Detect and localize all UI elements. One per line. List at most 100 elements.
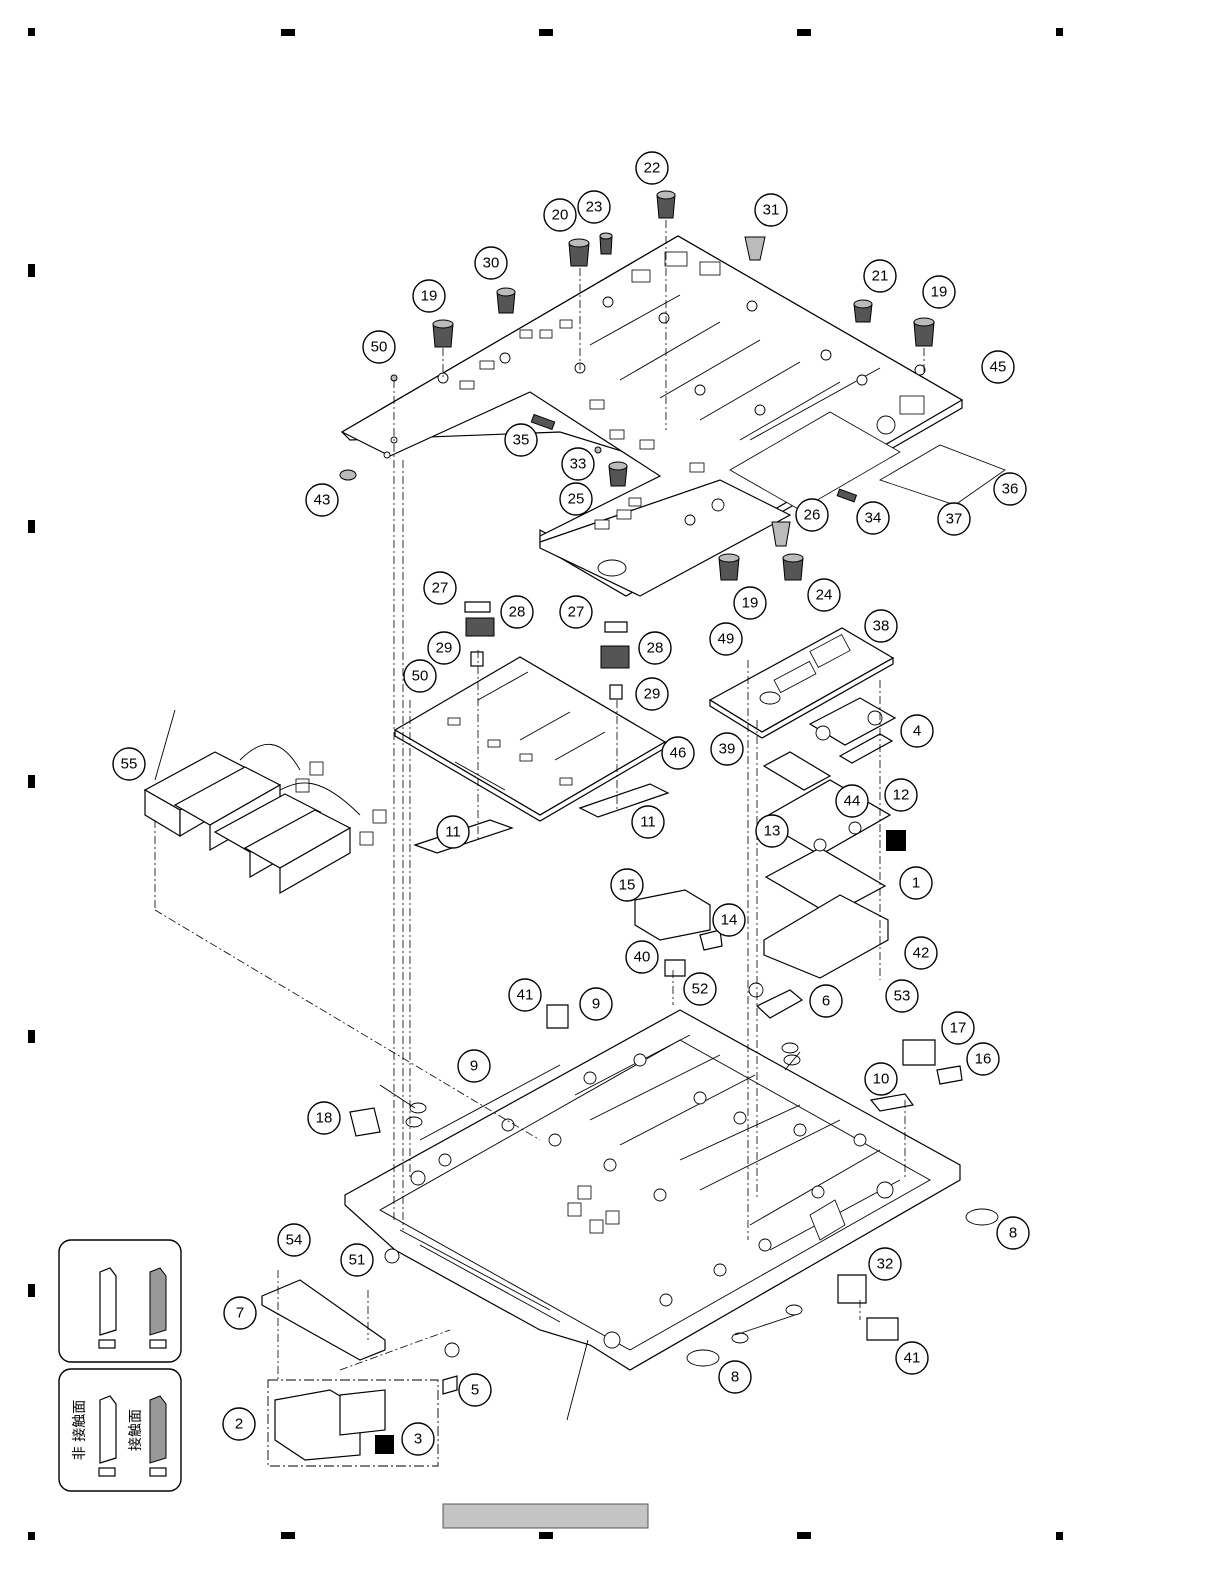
callout-41: 41 (896, 1342, 928, 1374)
callout-number: 11 (445, 824, 461, 841)
callout-19: 19 (413, 280, 445, 312)
callout-12: 12 (885, 779, 917, 811)
footer-bar (443, 1504, 648, 1528)
legend-label-non-contact: 非 接触面 (71, 1400, 88, 1460)
callout-50: 50 (404, 660, 436, 692)
callout-49: 49 (710, 623, 742, 655)
callout-29: 29 (428, 632, 460, 664)
callout-number: 17 (950, 1020, 967, 1037)
callout-5: 5 (459, 1374, 491, 1406)
callout-13: 13 (756, 815, 788, 847)
callout-21: 21 (864, 260, 896, 292)
callout-number: 29 (644, 686, 661, 703)
callout-50: 50 (363, 331, 395, 363)
callout-number: 36 (1002, 481, 1019, 498)
callout-44: 44 (836, 785, 868, 817)
callout-20: 20 (544, 199, 576, 231)
callout-40: 40 (626, 941, 658, 973)
callout-number: 16 (975, 1051, 992, 1068)
callout-number: 28 (509, 604, 526, 621)
callout-46: 46 (662, 737, 694, 769)
callout-number: 14 (721, 912, 738, 929)
callout-28: 28 (501, 596, 533, 628)
callout-18: 18 (308, 1102, 340, 1134)
callout-27: 27 (560, 596, 592, 628)
callout-number: 9 (470, 1058, 478, 1075)
callout-52: 52 (684, 973, 716, 1005)
callout-number: 4 (913, 723, 921, 740)
callout-42: 42 (905, 937, 937, 969)
callout-55: 55 (113, 748, 145, 780)
callout-26: 26 (796, 499, 828, 531)
callout-9: 9 (580, 988, 612, 1020)
callout-34: 34 (857, 502, 889, 534)
callout-43: 43 (306, 484, 338, 516)
callout-number: 5 (471, 1382, 479, 1399)
callout-31: 31 (755, 194, 787, 226)
callout-number: 15 (619, 877, 636, 894)
callout-number: 40 (634, 949, 651, 966)
callout-6: 6 (810, 985, 842, 1017)
callout-number: 43 (314, 492, 331, 509)
callout-number: 30 (483, 255, 500, 272)
callout-25: 25 (560, 483, 592, 515)
callout-10: 10 (865, 1063, 897, 1095)
callout-number: 41 (517, 987, 534, 1004)
callout-4: 4 (901, 715, 933, 747)
callout-number: 32 (877, 1256, 894, 1273)
callout-number: 53 (894, 988, 911, 1005)
callout-number: 38 (873, 618, 890, 635)
callout-39: 39 (711, 733, 743, 765)
callout-number: 19 (742, 595, 759, 612)
callout-number: 33 (570, 456, 587, 473)
callout-number: 50 (412, 668, 429, 685)
main-chassis (345, 1010, 960, 1370)
callout-number: 8 (731, 1369, 739, 1386)
callout-number: 24 (816, 587, 833, 604)
callout-number: 35 (513, 432, 530, 449)
callout-number: 42 (913, 945, 930, 962)
callout-number: 26 (804, 507, 821, 524)
display-unit (710, 628, 895, 1018)
callout-41: 41 (509, 979, 541, 1011)
callout-number: 46 (670, 745, 687, 762)
callout-16: 16 (967, 1043, 999, 1075)
callout-2: 2 (223, 1408, 255, 1440)
callout-number: 21 (872, 268, 889, 285)
fader-modules (145, 710, 386, 893)
callout-number: 13 (764, 823, 781, 840)
callout-11: 11 (437, 816, 469, 848)
callout-8: 8 (997, 1217, 1029, 1249)
callout-number: 44 (844, 793, 861, 810)
callout-number: 28 (647, 640, 664, 657)
legend: 非 接触面 接触面 (59, 1240, 181, 1491)
callout-number: 8 (1009, 1225, 1017, 1242)
callout-7: 7 (224, 1297, 256, 1329)
callout-number: 39 (719, 741, 736, 758)
callout-number: 18 (316, 1110, 333, 1127)
callout-number: 29 (436, 640, 453, 657)
callout-number: 22 (644, 160, 661, 177)
callout-15: 15 (611, 869, 643, 901)
callout-number: 31 (763, 202, 780, 219)
legend-label-contact: 接触面 (127, 1409, 144, 1451)
callout-35: 35 (505, 424, 537, 456)
callout-29: 29 (636, 678, 668, 710)
callout-51: 51 (341, 1244, 373, 1276)
callout-number: 1 (912, 875, 920, 892)
callout-45: 45 (982, 351, 1014, 383)
callout-number: 49 (718, 631, 735, 648)
callout-number: 34 (865, 510, 882, 527)
callout-30: 30 (475, 247, 507, 279)
callout-38: 38 (865, 610, 897, 642)
callout-36: 36 (994, 473, 1026, 505)
callout-19: 19 (923, 276, 955, 308)
callout-number: 52 (692, 981, 709, 998)
callout-24: 24 (808, 579, 840, 611)
callout-23: 23 (578, 191, 610, 223)
callout-37: 37 (938, 503, 970, 535)
callout-number: 23 (586, 199, 603, 216)
callout-number: 19 (421, 288, 438, 305)
callout-number: 7 (236, 1305, 244, 1322)
